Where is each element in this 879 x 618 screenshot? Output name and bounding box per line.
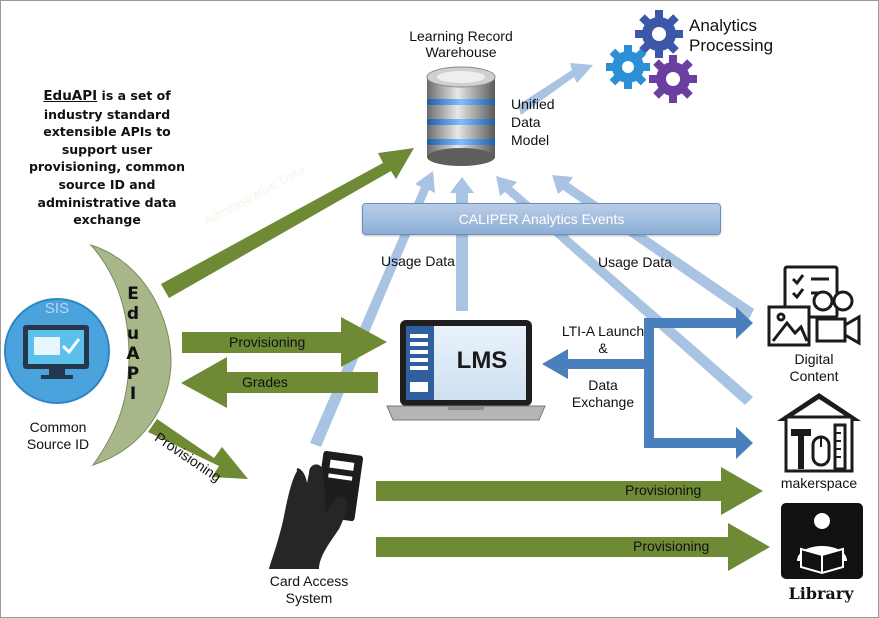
warehouse-to-analytics-arrow xyxy=(518,63,593,115)
gears-icon xyxy=(606,10,697,103)
digital-content-icon xyxy=(767,265,861,347)
unified-data-model-label: Unified Data Model xyxy=(511,96,555,148)
eduapi-letter-i: I xyxy=(129,384,137,404)
eduapi-letter-p: P xyxy=(126,364,140,384)
eduapi-letter-a: A xyxy=(126,344,140,364)
library-label: Library xyxy=(788,584,854,603)
provisioning-maker-label: Provisioning xyxy=(625,482,702,498)
data-exchange-label: Data Exchange xyxy=(571,377,635,410)
analytics-label: Analytics Processing xyxy=(689,16,774,55)
eduapi-letter-e: E xyxy=(127,284,139,304)
makerspace-label: makerspace xyxy=(780,475,858,491)
provisioning-lms-label: Provisioning xyxy=(229,334,306,350)
eduapi-keyword: EduAPI xyxy=(43,88,98,104)
sis-badge: SIS xyxy=(44,300,70,317)
lti-to-digital-arrow xyxy=(644,307,753,339)
eduapi-letter-u: u xyxy=(126,324,140,344)
digital-content-label: Digital Content xyxy=(789,351,839,384)
grades-label: Grades xyxy=(242,374,288,390)
eduapi-description: EduAPI is a set of industry standard ext… xyxy=(21,87,193,229)
lti-launch-label: LTI-A Launch & xyxy=(561,323,645,356)
lti-vertical-bar xyxy=(644,318,654,448)
provisioning-library-arrow xyxy=(376,523,770,571)
usage-data-right-label: Usage Data xyxy=(598,254,672,270)
eduapi-description-text: is a set of industry standard extensible… xyxy=(28,88,186,228)
digital-usage-arrow xyxy=(552,175,754,319)
lms-label: LMS xyxy=(456,347,508,374)
database-icon xyxy=(426,66,496,166)
common-source-label: Common Source ID xyxy=(26,419,90,452)
library-icon xyxy=(781,503,863,579)
lms-usage-arrow xyxy=(450,177,474,311)
provisioning-lms-arrow xyxy=(182,317,387,367)
provisioning-card-arrow xyxy=(148,419,248,479)
provisioning-library-label: Provisioning xyxy=(633,538,710,554)
sis-icon xyxy=(4,298,110,404)
green-arrows xyxy=(148,148,770,571)
eduapi-crescent xyxy=(89,243,172,466)
warehouse-label: Learning Record Warehouse xyxy=(409,28,513,60)
lti-launch-arrow xyxy=(542,349,648,379)
eduapi-letter-d: d xyxy=(126,304,140,324)
caliper-events-banner: CALIPER Analytics Events xyxy=(362,203,721,235)
admin-data-arrow xyxy=(161,148,414,298)
card-access-label: Card Access System xyxy=(269,573,349,606)
lti-to-maker-arrow xyxy=(644,427,753,459)
grades-arrow xyxy=(181,357,378,408)
card-access-icon xyxy=(269,450,364,569)
laptop-icon xyxy=(386,320,546,421)
provisioning-maker-arrow xyxy=(376,467,763,515)
makerspace-icon xyxy=(777,393,861,473)
usage-data-left-label: Usage Data xyxy=(381,253,455,269)
lti-arrows xyxy=(542,307,753,459)
